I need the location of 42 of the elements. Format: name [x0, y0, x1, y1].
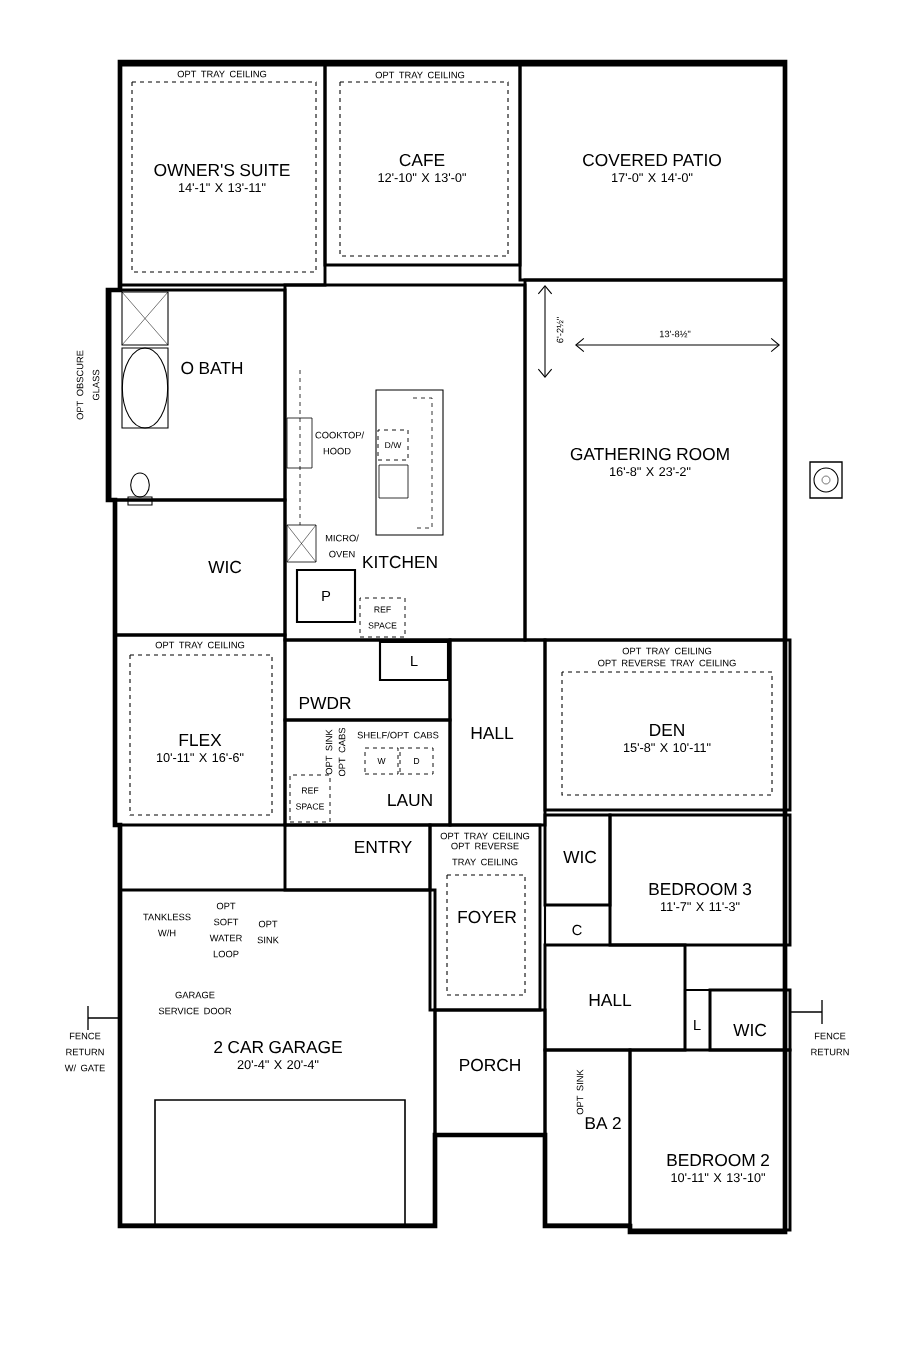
room: PORCH	[433, 1008, 547, 1137]
note-text: SHELF/OPT CABS	[357, 731, 439, 739]
room: WIC	[708, 988, 792, 1052]
room: HALL	[448, 638, 547, 827]
note-text: MICRO/ OVEN	[325, 534, 359, 558]
room: WIC	[113, 498, 287, 637]
dimension-text: 6'-2½"	[556, 317, 564, 343]
closet: P	[295, 568, 357, 624]
note-text: OPT SINK	[257, 920, 279, 944]
closet: L	[683, 988, 712, 1052]
note-text: OPT TRAY CEILING	[177, 70, 267, 78]
dimension-text: 13'-8½"	[659, 330, 691, 338]
fixture-box: REF SPACE	[359, 597, 406, 638]
note-text: GARAGE SERVICE DOOR	[158, 991, 232, 1015]
note-text: OPT TRAY CEILING	[440, 832, 530, 840]
room: ENTRY	[283, 823, 432, 892]
note-text: OPT TRAY CEILING	[622, 647, 712, 655]
note-text: OPT OBSCURE GLASS	[76, 350, 100, 420]
closet: L	[378, 640, 450, 682]
note-text: OPT TRAY CEILING	[155, 641, 245, 649]
note-text: FENCE RETURN	[811, 1032, 849, 1056]
room: O BATH	[108, 288, 287, 502]
fixture-box: REF SPACE	[289, 774, 331, 823]
note-text: FENCE RETURN W/ GATE	[64, 1032, 105, 1072]
fixture-box: D	[399, 747, 434, 775]
note-text: COOKTOP/ HOOD	[315, 431, 365, 455]
note-text: OPT SINK	[325, 729, 333, 775]
note-text: OPT SOFT WATER LOOP	[209, 902, 242, 958]
room: BEDROOM 3 11'-7" X 11'-3"	[608, 813, 792, 947]
closet: C	[543, 903, 612, 947]
note-text: OPT REVERSE TRAY CEILING	[598, 659, 736, 667]
room: HALL	[543, 943, 687, 1052]
note-text: OPT CABS	[338, 727, 346, 777]
note-text: TANKLESS W/H	[143, 913, 191, 937]
fixture-box: W	[364, 747, 399, 775]
note-text: OPT SINK	[576, 1069, 584, 1115]
room: BEDROOM 2 10'-11" X 13'-10"	[628, 1048, 792, 1232]
room: COVERED PATIO 17'-0" X 14'-0"	[518, 63, 787, 282]
note-text: OPT TRAY CEILING	[375, 71, 465, 79]
room: WIC	[543, 813, 612, 907]
fixture-box: D/W	[377, 429, 409, 461]
note-text: OPT REVERSE TRAY CEILING	[451, 842, 519, 866]
